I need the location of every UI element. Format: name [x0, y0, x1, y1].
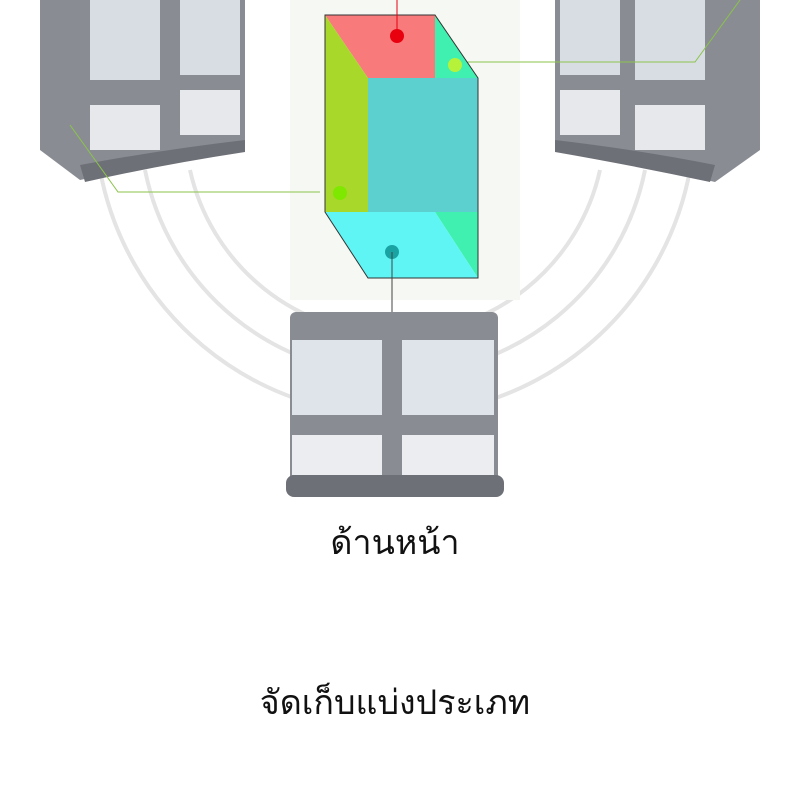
wardrobe-front [286, 312, 504, 497]
wardrobe-right [460, 0, 760, 182]
front-label: ด้านหน้า [330, 523, 460, 563]
cube-diagram [324, 0, 479, 315]
caption: จัดเก็บแบ่งประเภท [259, 683, 531, 723]
wardrobe-left [40, 0, 320, 193]
